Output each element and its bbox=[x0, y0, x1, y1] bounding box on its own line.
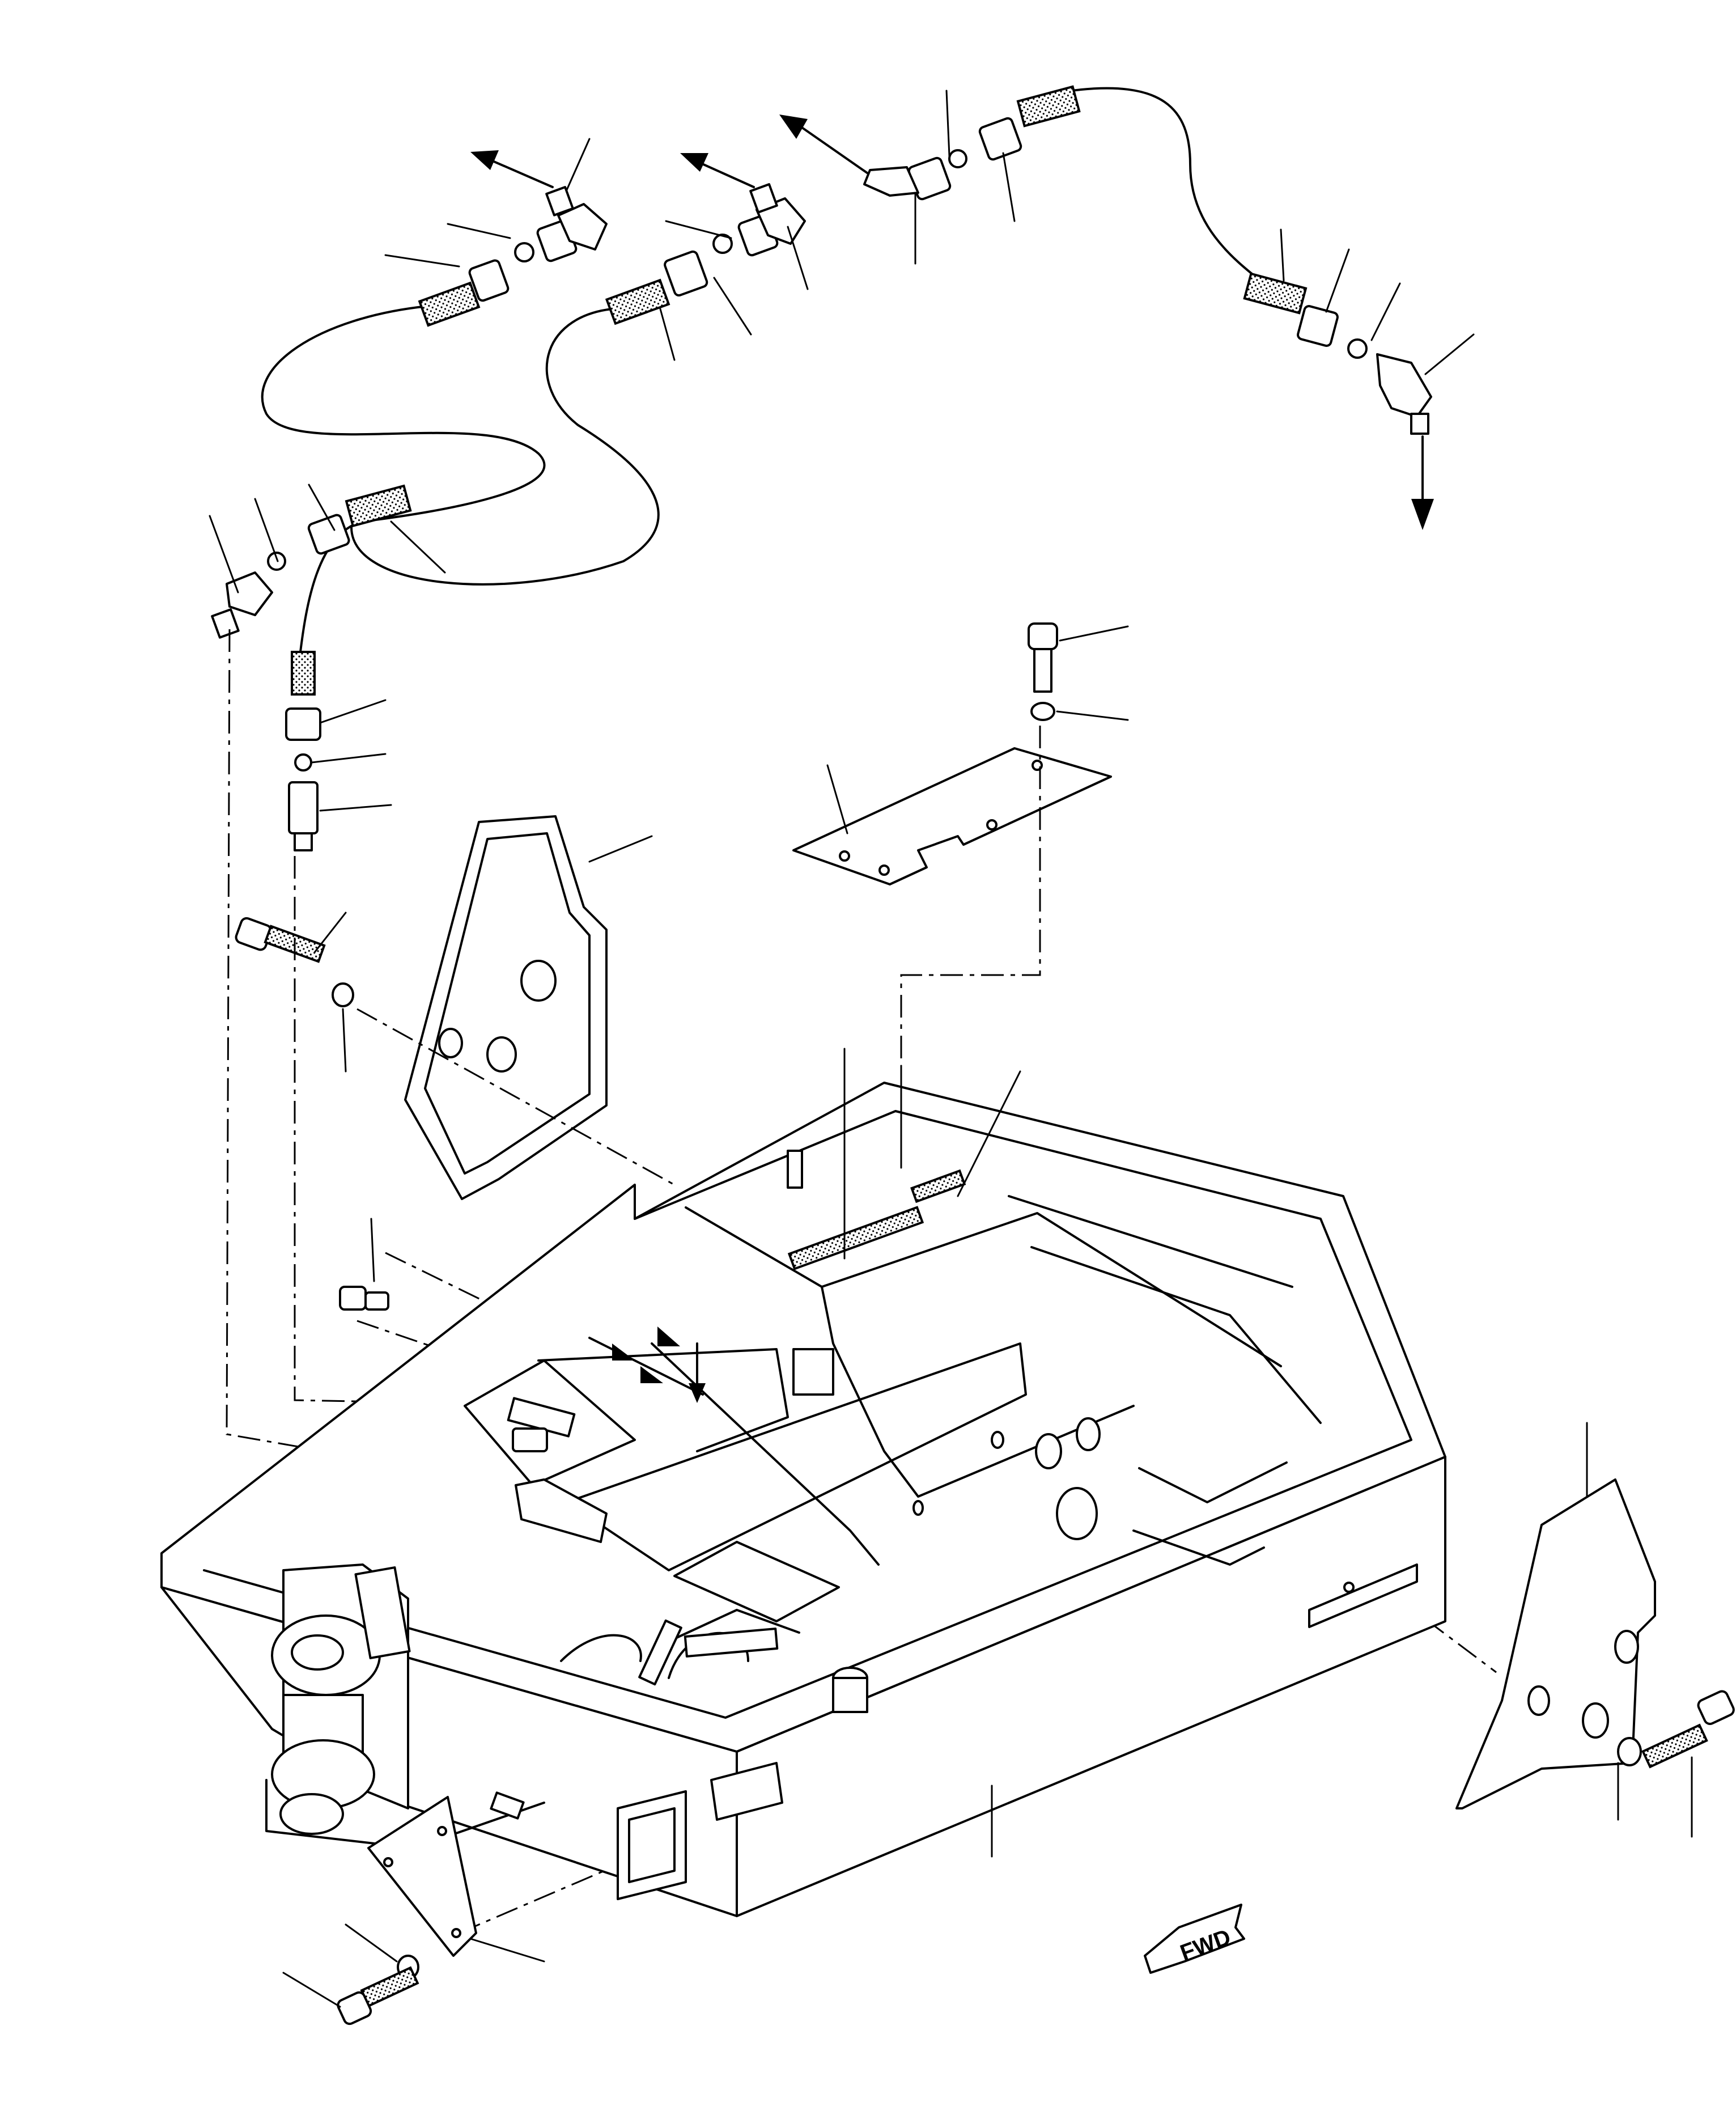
fwd-indicator: FWD bbox=[1144, 1904, 1245, 1974]
hose-line-middle bbox=[350, 308, 660, 586]
hose-assembly-left bbox=[261, 186, 608, 851]
hose-line-right bbox=[1070, 87, 1265, 285]
arrow-down-hose bbox=[1411, 499, 1434, 530]
arrow-right-hose bbox=[779, 115, 808, 139]
side-rail bbox=[1308, 1563, 1418, 1628]
bolt-left bbox=[235, 912, 354, 1073]
arrow-left-hose bbox=[470, 150, 499, 170]
rear-bracket-right bbox=[1455, 1422, 1735, 1838]
swing-bracket bbox=[265, 1563, 545, 1849]
frame-fittings bbox=[339, 1218, 706, 1452]
arrow-middle-hose bbox=[680, 153, 708, 172]
cover-plate-top bbox=[792, 747, 1112, 885]
hose-end-upper-left bbox=[418, 186, 608, 327]
side-guard-panel bbox=[404, 815, 653, 1200]
cover-plate-bottom bbox=[282, 1796, 545, 2025]
hose-assembly-right bbox=[863, 85, 1432, 435]
hose-end-upper-right bbox=[863, 85, 1081, 201]
leader-lines-hoses bbox=[209, 90, 1475, 812]
bolt-top-right bbox=[1028, 622, 1129, 721]
washer-top-right bbox=[1030, 702, 1055, 721]
hose-end-upper-middle bbox=[605, 183, 806, 325]
flow-arrows bbox=[470, 115, 1434, 530]
bracket-lh bbox=[515, 1478, 608, 1543]
hose-assembly-middle bbox=[211, 183, 806, 639]
hose-end-lower-left bbox=[285, 651, 321, 851]
washer-left bbox=[332, 982, 354, 1007]
main-frame bbox=[160, 1082, 1446, 1917]
leader-lines-frame bbox=[843, 1048, 1021, 1858]
hose-end-lower-right bbox=[1243, 272, 1432, 435]
hose-end-lower-middle bbox=[211, 484, 412, 639]
washer-rear bbox=[1617, 1737, 1642, 1766]
hose-line-left bbox=[261, 305, 546, 653]
